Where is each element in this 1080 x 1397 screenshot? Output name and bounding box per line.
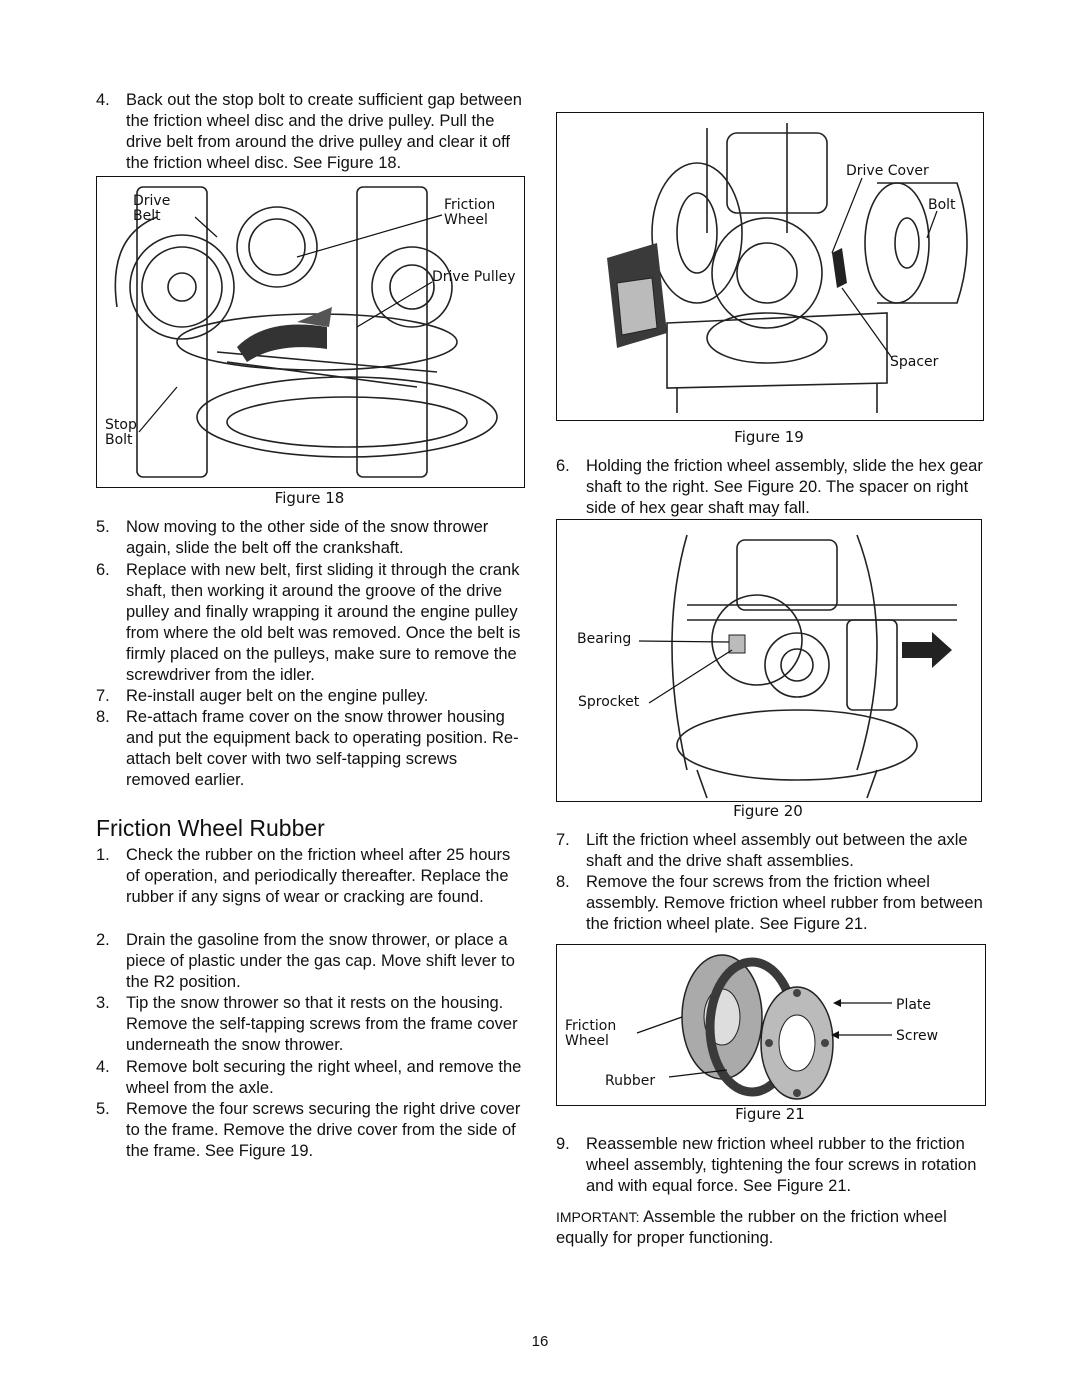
section-title: Friction Wheel Rubber [96,815,325,841]
figure-18-illustration [114,186,498,478]
step-text: Now moving to the other side of the snow… [126,518,489,557]
step-number: 4. [96,1058,110,1076]
label-rubber: Rubber [605,1073,656,1089]
figure-18-caption: Figure 18 [274,489,345,507]
step-number: 9. [556,1135,570,1153]
step-text: Holding the friction wheel assembly, sli… [586,457,983,517]
step-text: Remove the four screws securing the righ… [126,1100,521,1160]
label-screw: Screw [896,1028,939,1044]
label-drive-cover: Drive Cover [846,163,929,179]
step-number: 2. [96,931,110,949]
step-number: 6. [96,561,110,579]
label-bearing: Bearing [577,631,632,647]
label-sprocket: Sprocket [578,694,640,710]
label-plate: Plate [896,997,932,1013]
figure-21-caption: Figure 21 [735,1105,805,1123]
figure-20-caption: Figure 20 [733,802,803,820]
figure-19-caption: Figure 19 [734,428,804,446]
step-number: 8. [96,708,110,726]
step-text: Reassemble new friction wheel rubber to … [586,1135,977,1195]
figure-19-illustration [607,123,968,413]
step-text: Lift the friction wheel assembly out bet… [586,831,968,870]
step-number: 7. [96,687,110,705]
figure-20-illustration [638,534,957,799]
step-number: 7. [556,831,570,849]
label-spacer: Spacer [890,354,939,370]
step-text: Drain the gasoline from the snow thrower… [126,931,515,991]
step-text: Remove the four screws from the friction… [586,873,983,933]
step-text: Back out the stop bolt to create suffici… [126,91,522,172]
step-number: 5. [96,1100,110,1118]
step-number: 4. [96,91,110,109]
label-bolt: Bolt [928,197,956,213]
important-label: IMPORTANT: [556,1209,640,1225]
step-number: 8. [556,873,570,891]
figure-20: Bearing Sprocket [556,519,982,802]
page-number: 16 [531,1333,549,1350]
step-number: 3. [96,994,110,1012]
figure-21-illustration [636,954,892,1100]
step-number: 5. [96,518,110,536]
step-text: Re-install auger belt on the engine pull… [126,687,429,705]
step-text: Remove bolt securing the right wheel, an… [126,1058,522,1097]
step-text: Tip the snow thrower so that it rests on… [126,994,518,1054]
step-number: 6. [556,457,570,475]
step-text: Re-attach frame cover on the snow throwe… [126,708,519,789]
important-note: IMPORTANT: Assemble the rubber on the fr… [556,1207,984,1249]
step-number: 1. [96,846,110,864]
step-text: Check the rubber on the friction wheel a… [126,846,511,906]
figure-19: Drive Cover Bolt Spacer [556,112,984,421]
important-text: Assemble the rubber on the friction whee… [556,1208,947,1247]
step-text: Replace with new belt, first sliding it … [126,561,521,684]
label-drive-pulley: Drive Pulley [432,269,516,285]
